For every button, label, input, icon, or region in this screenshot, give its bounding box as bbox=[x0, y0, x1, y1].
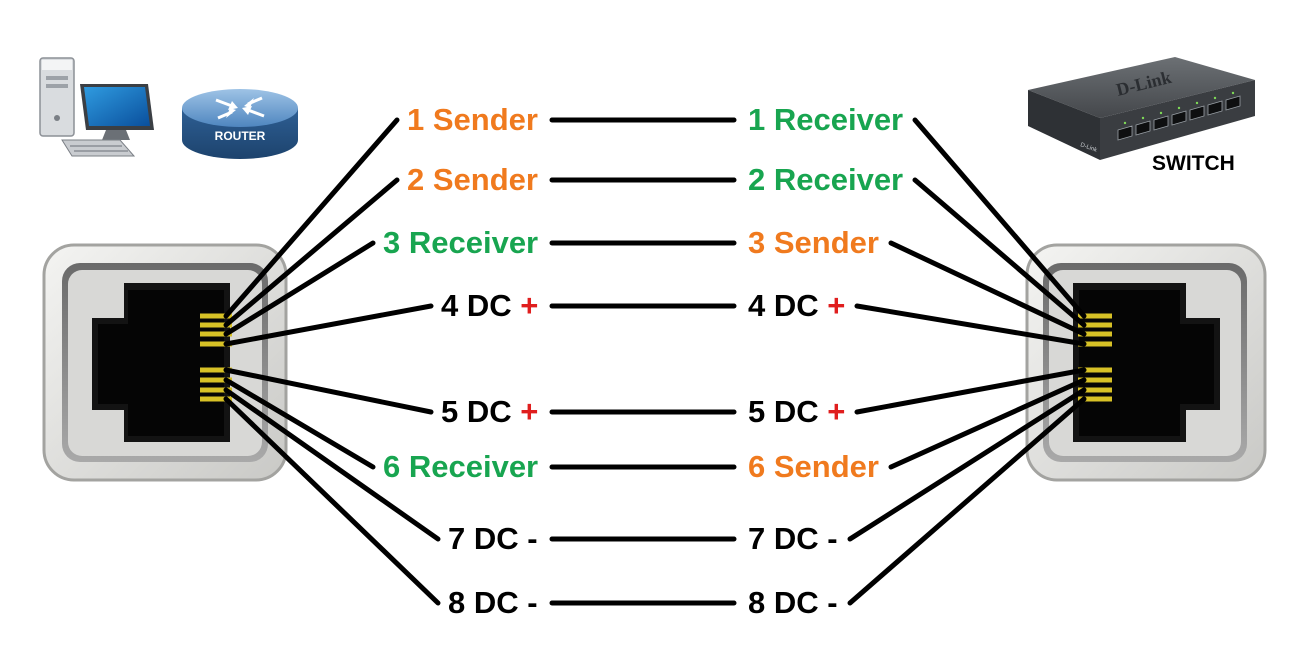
polarity-plus: + bbox=[511, 394, 539, 429]
pin-label-text: 4 DC bbox=[748, 288, 819, 323]
right-pin-label-2: 2 Receiver bbox=[748, 162, 903, 198]
left-fan-wire-5 bbox=[223, 367, 434, 415]
right-pin-contact-6 bbox=[1078, 377, 1112, 383]
left-pin-label-1: 1 Sender bbox=[407, 102, 538, 138]
right-pin-contact-2 bbox=[1078, 322, 1112, 328]
left-pin-contact-6 bbox=[200, 377, 232, 383]
polarity-plus: + bbox=[818, 288, 846, 323]
pin-label-text: 5 DC bbox=[441, 394, 512, 429]
pin-label-text: 7 DC bbox=[448, 521, 519, 556]
right-pin-label-1: 1 Receiver bbox=[748, 102, 903, 138]
pin-label-text: 2 Sender bbox=[407, 162, 538, 197]
right-fan-wire-3 bbox=[888, 240, 1087, 337]
polarity-minus: - bbox=[518, 521, 538, 556]
polarity-minus: - bbox=[818, 585, 838, 620]
pin-label-text: 6 Sender bbox=[748, 449, 879, 484]
left-fan-wire-6 bbox=[223, 377, 376, 470]
right-pin-contact-8 bbox=[1078, 396, 1112, 402]
pin-label-text: 7 DC bbox=[748, 521, 819, 556]
switch-brand-small-logo: D-Link bbox=[1079, 142, 1098, 154]
switch-label: SWITCH bbox=[1152, 152, 1235, 175]
left-pin-label-7: 7 DC - bbox=[448, 521, 538, 557]
left-fan-wire-1 bbox=[223, 117, 400, 319]
wires bbox=[223, 117, 1087, 606]
left-pin-contact-5 bbox=[200, 367, 232, 373]
right-pin-contact-5 bbox=[1078, 367, 1112, 373]
right-pin-label-7: 7 DC - bbox=[748, 521, 838, 557]
router-label: ROUTER bbox=[214, 129, 266, 143]
right-fan-wire-2 bbox=[912, 177, 1087, 328]
right-fan-wire-1 bbox=[912, 117, 1087, 319]
left-pin-label-4: 4 DC + bbox=[441, 288, 538, 324]
left-fan-wire-7 bbox=[223, 387, 441, 542]
right-pin-contact-7 bbox=[1078, 387, 1112, 393]
left-pin-label-8: 8 DC - bbox=[448, 585, 538, 621]
right-pin-label-8: 8 DC - bbox=[748, 585, 838, 621]
pin-label-text: 1 Sender bbox=[407, 102, 538, 137]
left-pin-label-6: 6 Receiver bbox=[383, 449, 538, 485]
left-pin-contact-2 bbox=[200, 322, 232, 328]
left-pin-contact-8 bbox=[200, 396, 232, 402]
desktop-computer-icon bbox=[39, 57, 154, 157]
pin-label-text: 6 Receiver bbox=[383, 449, 539, 484]
right-pin-contact-4 bbox=[1078, 341, 1112, 347]
pin-label-text: 5 DC bbox=[748, 394, 819, 429]
pin-label-text: 8 DC bbox=[448, 585, 519, 620]
network-switch-icon: D-Link D-Link bbox=[1028, 57, 1255, 160]
pin-label-text: 4 DC bbox=[441, 288, 512, 323]
left-pin-contact-4 bbox=[200, 341, 232, 347]
right-pin-label-5: 5 DC + bbox=[748, 394, 845, 430]
right-pin-label-6: 6 Sender bbox=[748, 449, 879, 485]
left-fan-wire-4 bbox=[223, 303, 434, 347]
left-pin-contact-1 bbox=[200, 313, 232, 319]
polarity-plus: + bbox=[818, 394, 846, 429]
right-pin-contact-3 bbox=[1078, 331, 1112, 337]
pin-label-text: 2 Receiver bbox=[748, 162, 904, 197]
right-pin-contact-1 bbox=[1078, 313, 1112, 319]
router-icon bbox=[182, 89, 298, 159]
pin-label-text: 3 Sender bbox=[748, 225, 879, 260]
pin-label-text: 3 Receiver bbox=[383, 225, 539, 260]
polarity-minus: - bbox=[818, 521, 838, 556]
left-pin-label-3: 3 Receiver bbox=[383, 225, 538, 261]
jack-pins bbox=[200, 313, 1112, 402]
left-pin-label-5: 5 DC + bbox=[441, 394, 538, 430]
right-pin-label-3: 3 Sender bbox=[748, 225, 879, 261]
left-fan-wire-8 bbox=[223, 396, 441, 606]
right-rj45-jack bbox=[1025, 243, 1267, 482]
right-fan-wire-7 bbox=[847, 387, 1087, 542]
right-fan-wire-5 bbox=[854, 367, 1087, 415]
left-rj45-jack bbox=[42, 243, 288, 482]
left-fan-wire-2 bbox=[223, 177, 400, 328]
pin-label-text: 8 DC bbox=[748, 585, 819, 620]
polarity-plus: + bbox=[511, 288, 539, 323]
right-fan-wire-4 bbox=[854, 303, 1087, 347]
right-fan-wire-6 bbox=[888, 377, 1087, 470]
left-fan-wire-3 bbox=[223, 240, 376, 337]
left-pin-contact-3 bbox=[200, 331, 232, 337]
polarity-minus: - bbox=[518, 585, 538, 620]
right-pin-label-4: 4 DC + bbox=[748, 288, 845, 324]
left-pin-contact-7 bbox=[200, 387, 232, 393]
left-pin-label-2: 2 Sender bbox=[407, 162, 538, 198]
pin-label-text: 1 Receiver bbox=[748, 102, 904, 137]
right-fan-wire-8 bbox=[847, 396, 1087, 606]
